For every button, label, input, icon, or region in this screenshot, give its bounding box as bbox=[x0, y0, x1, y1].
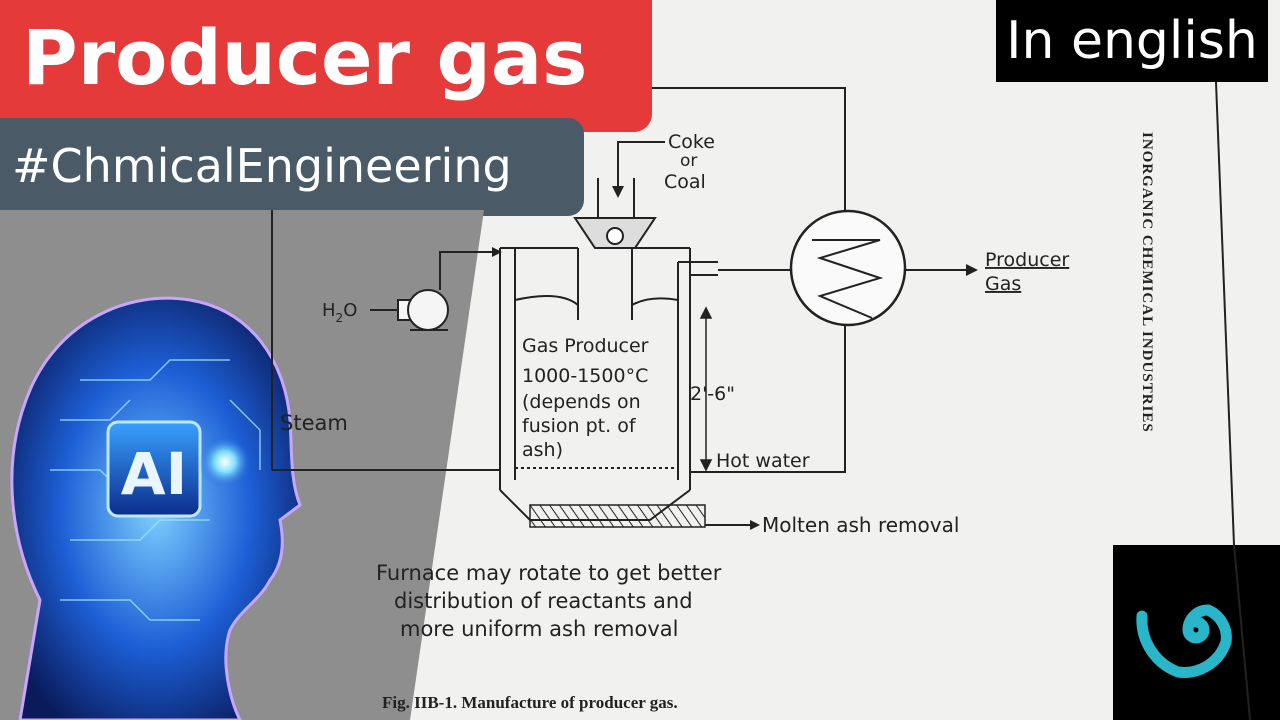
coolant-loop-top bbox=[652, 87, 846, 215]
coke-feed-line bbox=[617, 141, 665, 190]
ash-removal-arrowhead bbox=[750, 520, 760, 530]
ai-head-illustration: AI bbox=[10, 296, 302, 720]
ai-badge-text: AI bbox=[121, 440, 187, 508]
eye-glow bbox=[199, 436, 251, 488]
vessel-label-4: fusion pt. of bbox=[522, 415, 637, 437]
vessel-label-1: Gas Producer bbox=[522, 335, 649, 357]
pump-to-vessel-line bbox=[439, 251, 496, 290]
page-border-right-lower bbox=[1233, 544, 1251, 720]
feed-label-1: Coke bbox=[668, 131, 715, 153]
height-label: 2'-6" bbox=[690, 383, 735, 405]
pump-to-vessel-arrowhead bbox=[492, 247, 502, 257]
height-dimension bbox=[699, 306, 713, 472]
vessel-label-3: (depends on bbox=[522, 391, 641, 413]
note-line-2: distribution of reactants and bbox=[394, 589, 693, 613]
hot-water-line bbox=[690, 325, 846, 473]
side-header: INORGANIC CHEMICAL INDUSTRIES bbox=[1139, 132, 1155, 433]
note-line-3: more uniform ash removal bbox=[400, 617, 679, 641]
product-label-2: Gas bbox=[985, 273, 1021, 295]
title-banner: Producer gas bbox=[0, 0, 652, 132]
product-label-1: Producer bbox=[985, 249, 1069, 271]
vessel-label-5: ash) bbox=[522, 439, 563, 461]
figure-caption: Fig. IIB-1. Manufacture of producer gas. bbox=[382, 693, 678, 712]
heat-exchanger-coil bbox=[812, 239, 884, 319]
ash-bed bbox=[529, 504, 706, 528]
coke-feed-arrowhead bbox=[612, 186, 624, 198]
feed-hopper bbox=[573, 178, 657, 320]
hashtag-label: #ChmicalEngineering bbox=[12, 139, 512, 193]
note-line-1: Furnace may rotate to get better bbox=[376, 561, 722, 585]
language-label: In english bbox=[1006, 11, 1258, 71]
feed-label-2: or bbox=[680, 151, 697, 171]
feed-label-3: Coal bbox=[664, 171, 706, 193]
steam-label: Steam bbox=[280, 411, 348, 435]
language-badge: In english bbox=[996, 0, 1268, 82]
ash-label: Molten ash removal bbox=[762, 513, 959, 537]
page-border-right bbox=[1215, 81, 1235, 546]
water-pump bbox=[397, 289, 449, 331]
product-gas-arrowhead bbox=[966, 264, 978, 276]
page-title: Producer gas bbox=[22, 13, 588, 102]
water-label: H2O bbox=[322, 300, 357, 325]
hot-water-label: Hot water bbox=[716, 450, 810, 472]
hashtag-banner: #ChmicalEngineering bbox=[0, 118, 584, 216]
gas-outlet-pipe bbox=[678, 261, 792, 276]
vessel-label-2: 1000-1500°C bbox=[522, 365, 648, 387]
